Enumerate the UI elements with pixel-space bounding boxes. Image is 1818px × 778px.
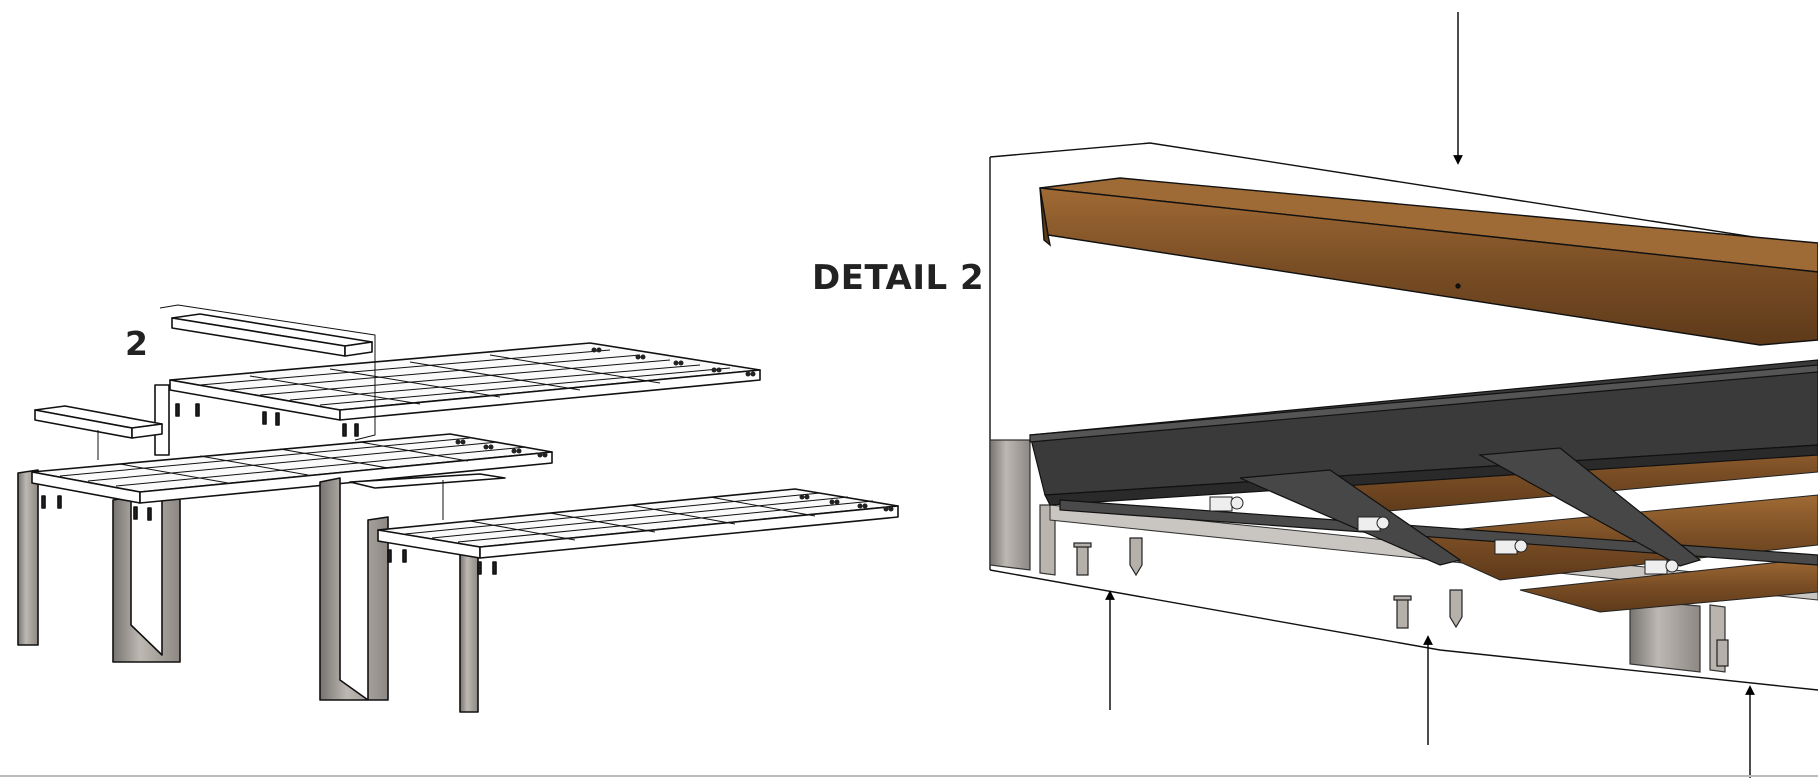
desk-slats — [199, 349, 731, 406]
screw-icon — [387, 549, 497, 575]
desk-unit-front-left — [17, 405, 553, 663]
desk-leg — [1629, 599, 1701, 673]
desk-leg — [989, 439, 1031, 571]
screw-icon — [175, 403, 359, 437]
desk-leg — [154, 384, 170, 456]
steel-frame — [1029, 359, 1818, 575]
desk-slats — [404, 492, 874, 543]
desk-leg — [319, 477, 389, 701]
mounting-holes — [591, 347, 756, 377]
desk-unit-rear — [154, 304, 761, 456]
wood-top-panel — [1039, 177, 1818, 346]
desk-unit-front-right — [377, 488, 899, 713]
desk-unit-connector — [319, 473, 506, 701]
mounting-holes — [799, 494, 894, 512]
detail-legs — [989, 439, 1726, 673]
callout-box — [159, 304, 376, 441]
detail-title: DETAIL 2 — [812, 258, 985, 298]
screw-icon — [41, 495, 152, 521]
callout-number-label: 2 — [125, 324, 148, 363]
desk-leg — [17, 469, 39, 646]
screw-icon — [1073, 537, 1729, 667]
wood-panel — [349, 473, 506, 489]
desk-slats — [59, 437, 527, 487]
detail-view — [989, 12, 1818, 778]
desk-leg — [112, 496, 181, 663]
overview-assembly — [17, 304, 899, 713]
mounting-holes — [455, 439, 548, 458]
desk-leg — [459, 551, 479, 713]
